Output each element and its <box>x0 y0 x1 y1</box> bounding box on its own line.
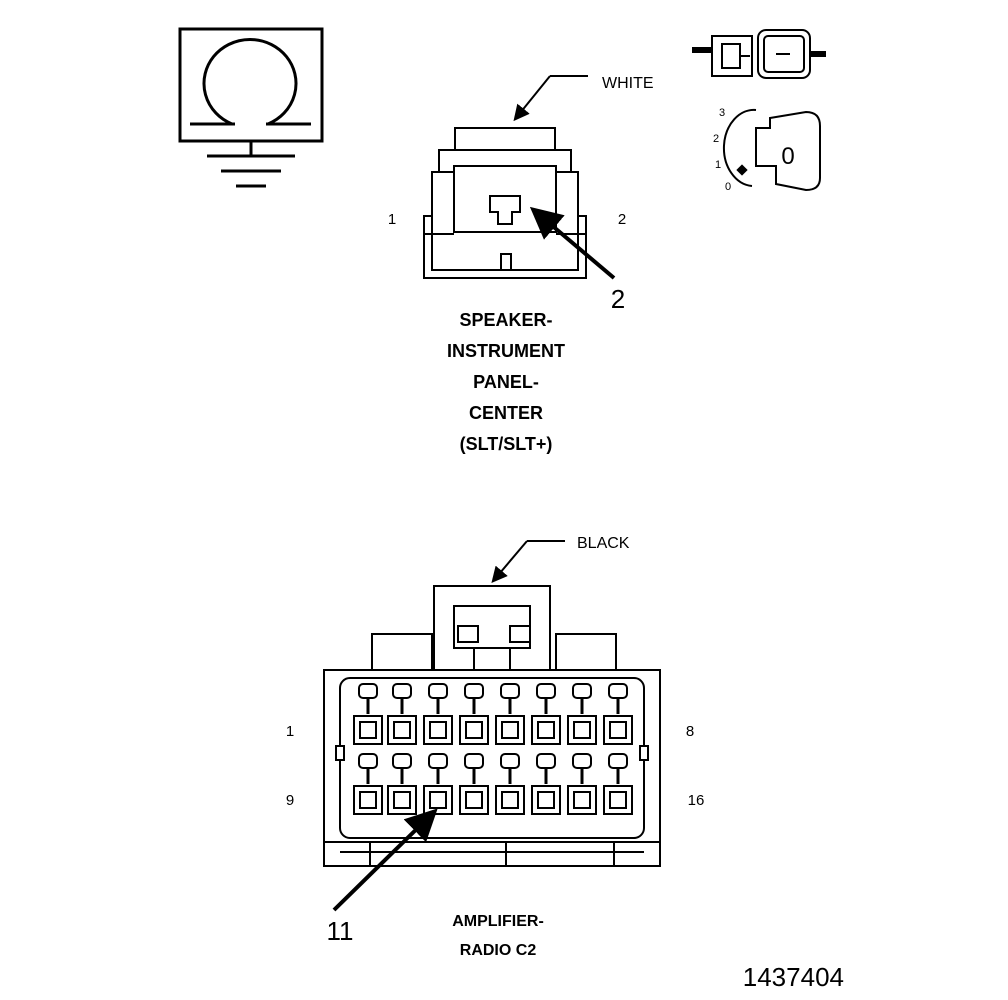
terminal-cavity <box>387 683 417 745</box>
amplifier-connector: BLACK 1 8 9 16 11 <box>286 535 705 959</box>
terminal-cavity <box>567 753 597 815</box>
terminal-cavity <box>495 683 525 745</box>
pin-label-9: 9 <box>286 792 294 809</box>
terminal-cavity <box>531 753 561 815</box>
caption-line: (SLT/SLT+) <box>460 434 553 454</box>
terminal-cavity <box>603 683 633 745</box>
terminal-cavity <box>603 753 633 815</box>
ignition-position-3: 3 <box>719 107 725 119</box>
color-leader-white <box>513 75 588 122</box>
caption-line: CENTER <box>469 403 543 423</box>
caption-line: INSTRUMENT <box>447 341 565 361</box>
pin-label-2: 2 <box>618 211 626 228</box>
terminal-cavity <box>459 753 489 815</box>
callout-label-11: 11 <box>327 916 354 946</box>
speaker-connector-body <box>423 127 587 279</box>
pin-label-1: 1 <box>388 211 396 228</box>
terminal-cavity <box>567 683 597 745</box>
caption-line: SPEAKER- <box>459 310 552 330</box>
ignition-switch-barrel <box>692 29 826 79</box>
ignition-key-label: 0 <box>781 143 794 170</box>
terminal-cavity <box>495 753 525 815</box>
ohm-meter-ground-icon <box>178 27 324 188</box>
speaker-connector: WHITE 1 2 2 SPEAKER- INSTRUMENT PANEL- C… <box>388 75 654 454</box>
figure-number: 1437404 <box>743 962 844 992</box>
terminal-cavity <box>353 683 383 745</box>
pin-label-16: 16 <box>688 792 705 809</box>
ignition-position-0: 0 <box>725 181 731 193</box>
caption-line: PANEL- <box>473 372 539 392</box>
ignition-position-2: 2 <box>713 133 719 145</box>
terminal-cavity <box>423 683 453 745</box>
connector-caption: SPEAKER- INSTRUMENT PANEL- CENTER (SLT/S… <box>447 310 565 454</box>
callout-arrow <box>332 808 438 912</box>
ignition-switch-icon: 0 3 2 1 0 <box>692 29 826 193</box>
connector-caption: AMPLIFIER- RADIO C2 <box>452 913 544 959</box>
terminal-cavity <box>459 683 489 745</box>
connector-color-label: WHITE <box>602 75 654 92</box>
ignition-key-icon <box>722 108 821 192</box>
connector-color-label: BLACK <box>577 535 630 552</box>
terminal-cavity <box>531 683 561 745</box>
terminal-cavity <box>423 753 453 815</box>
callout-label-2: 2 <box>611 284 625 314</box>
color-leader-black <box>491 540 565 584</box>
pin-label-1: 1 <box>286 723 294 740</box>
caption-line: AMPLIFIER- <box>452 913 544 930</box>
amplifier-connector-body <box>323 585 661 867</box>
ignition-position-1: 1 <box>715 159 721 171</box>
callout-arrow <box>529 206 616 280</box>
caption-line: RADIO C2 <box>460 942 537 959</box>
terminal-cavity <box>353 753 383 815</box>
pin-label-8: 8 <box>686 723 694 740</box>
